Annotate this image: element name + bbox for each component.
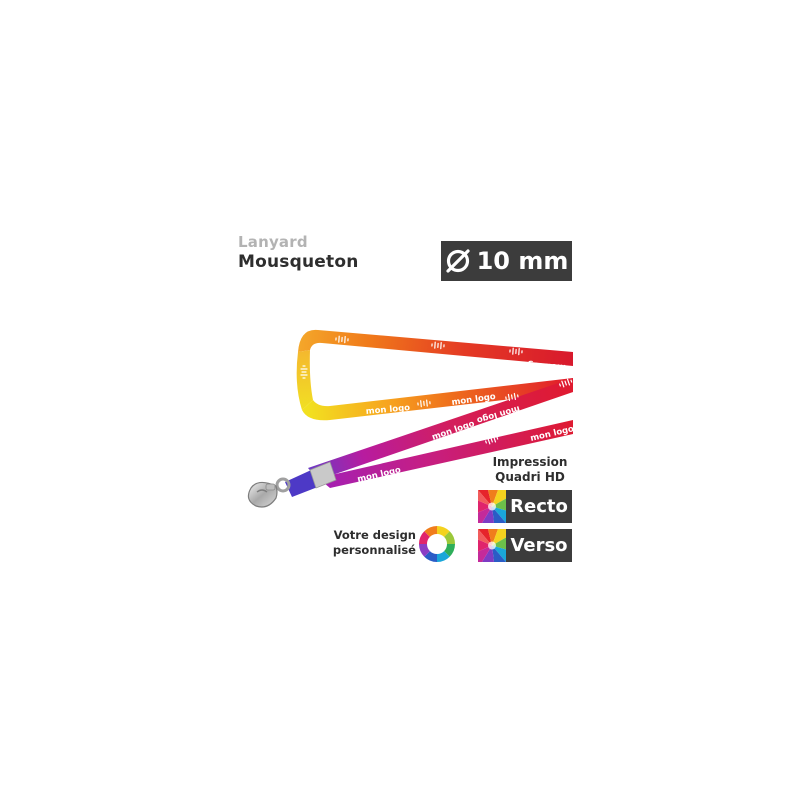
lanyard-loop-side bbox=[296, 350, 313, 410]
lanyard-loop-bottom bbox=[302, 378, 573, 421]
recto-label: Recto bbox=[510, 496, 568, 517]
verso-badge: Verso bbox=[478, 529, 572, 562]
logo-print-3: mon logo bbox=[521, 359, 566, 372]
lanyard-strap-front bbox=[308, 378, 573, 480]
swivel-ring bbox=[275, 477, 291, 493]
metal-crimp bbox=[309, 461, 337, 489]
recto-badge: Recto bbox=[478, 490, 572, 523]
impression-label: Impression Quadri HD bbox=[492, 455, 568, 484]
color-wheel-icon bbox=[419, 526, 455, 562]
product-subtitle: Lanyard bbox=[238, 233, 308, 251]
diameter-label: 10 mm bbox=[476, 247, 569, 275]
logo-print-2: mon logo bbox=[436, 353, 481, 366]
product-title: Mousqueton bbox=[238, 252, 359, 272]
lanyard-loop-top bbox=[298, 329, 573, 366]
lobster-clasp bbox=[247, 481, 278, 508]
design-label: Votre design personnalisé bbox=[332, 528, 416, 557]
verso-label: Verso bbox=[510, 535, 568, 556]
color-burst-icon bbox=[478, 490, 506, 523]
diameter-badge: 10 mm bbox=[441, 241, 572, 281]
diameter-icon bbox=[446, 249, 470, 273]
color-burst-icon bbox=[478, 529, 506, 562]
logo-print-1: mon logo bbox=[342, 346, 387, 359]
lanyard-strap-back bbox=[318, 420, 573, 488]
logo-print-4: mon logo bbox=[365, 403, 410, 417]
